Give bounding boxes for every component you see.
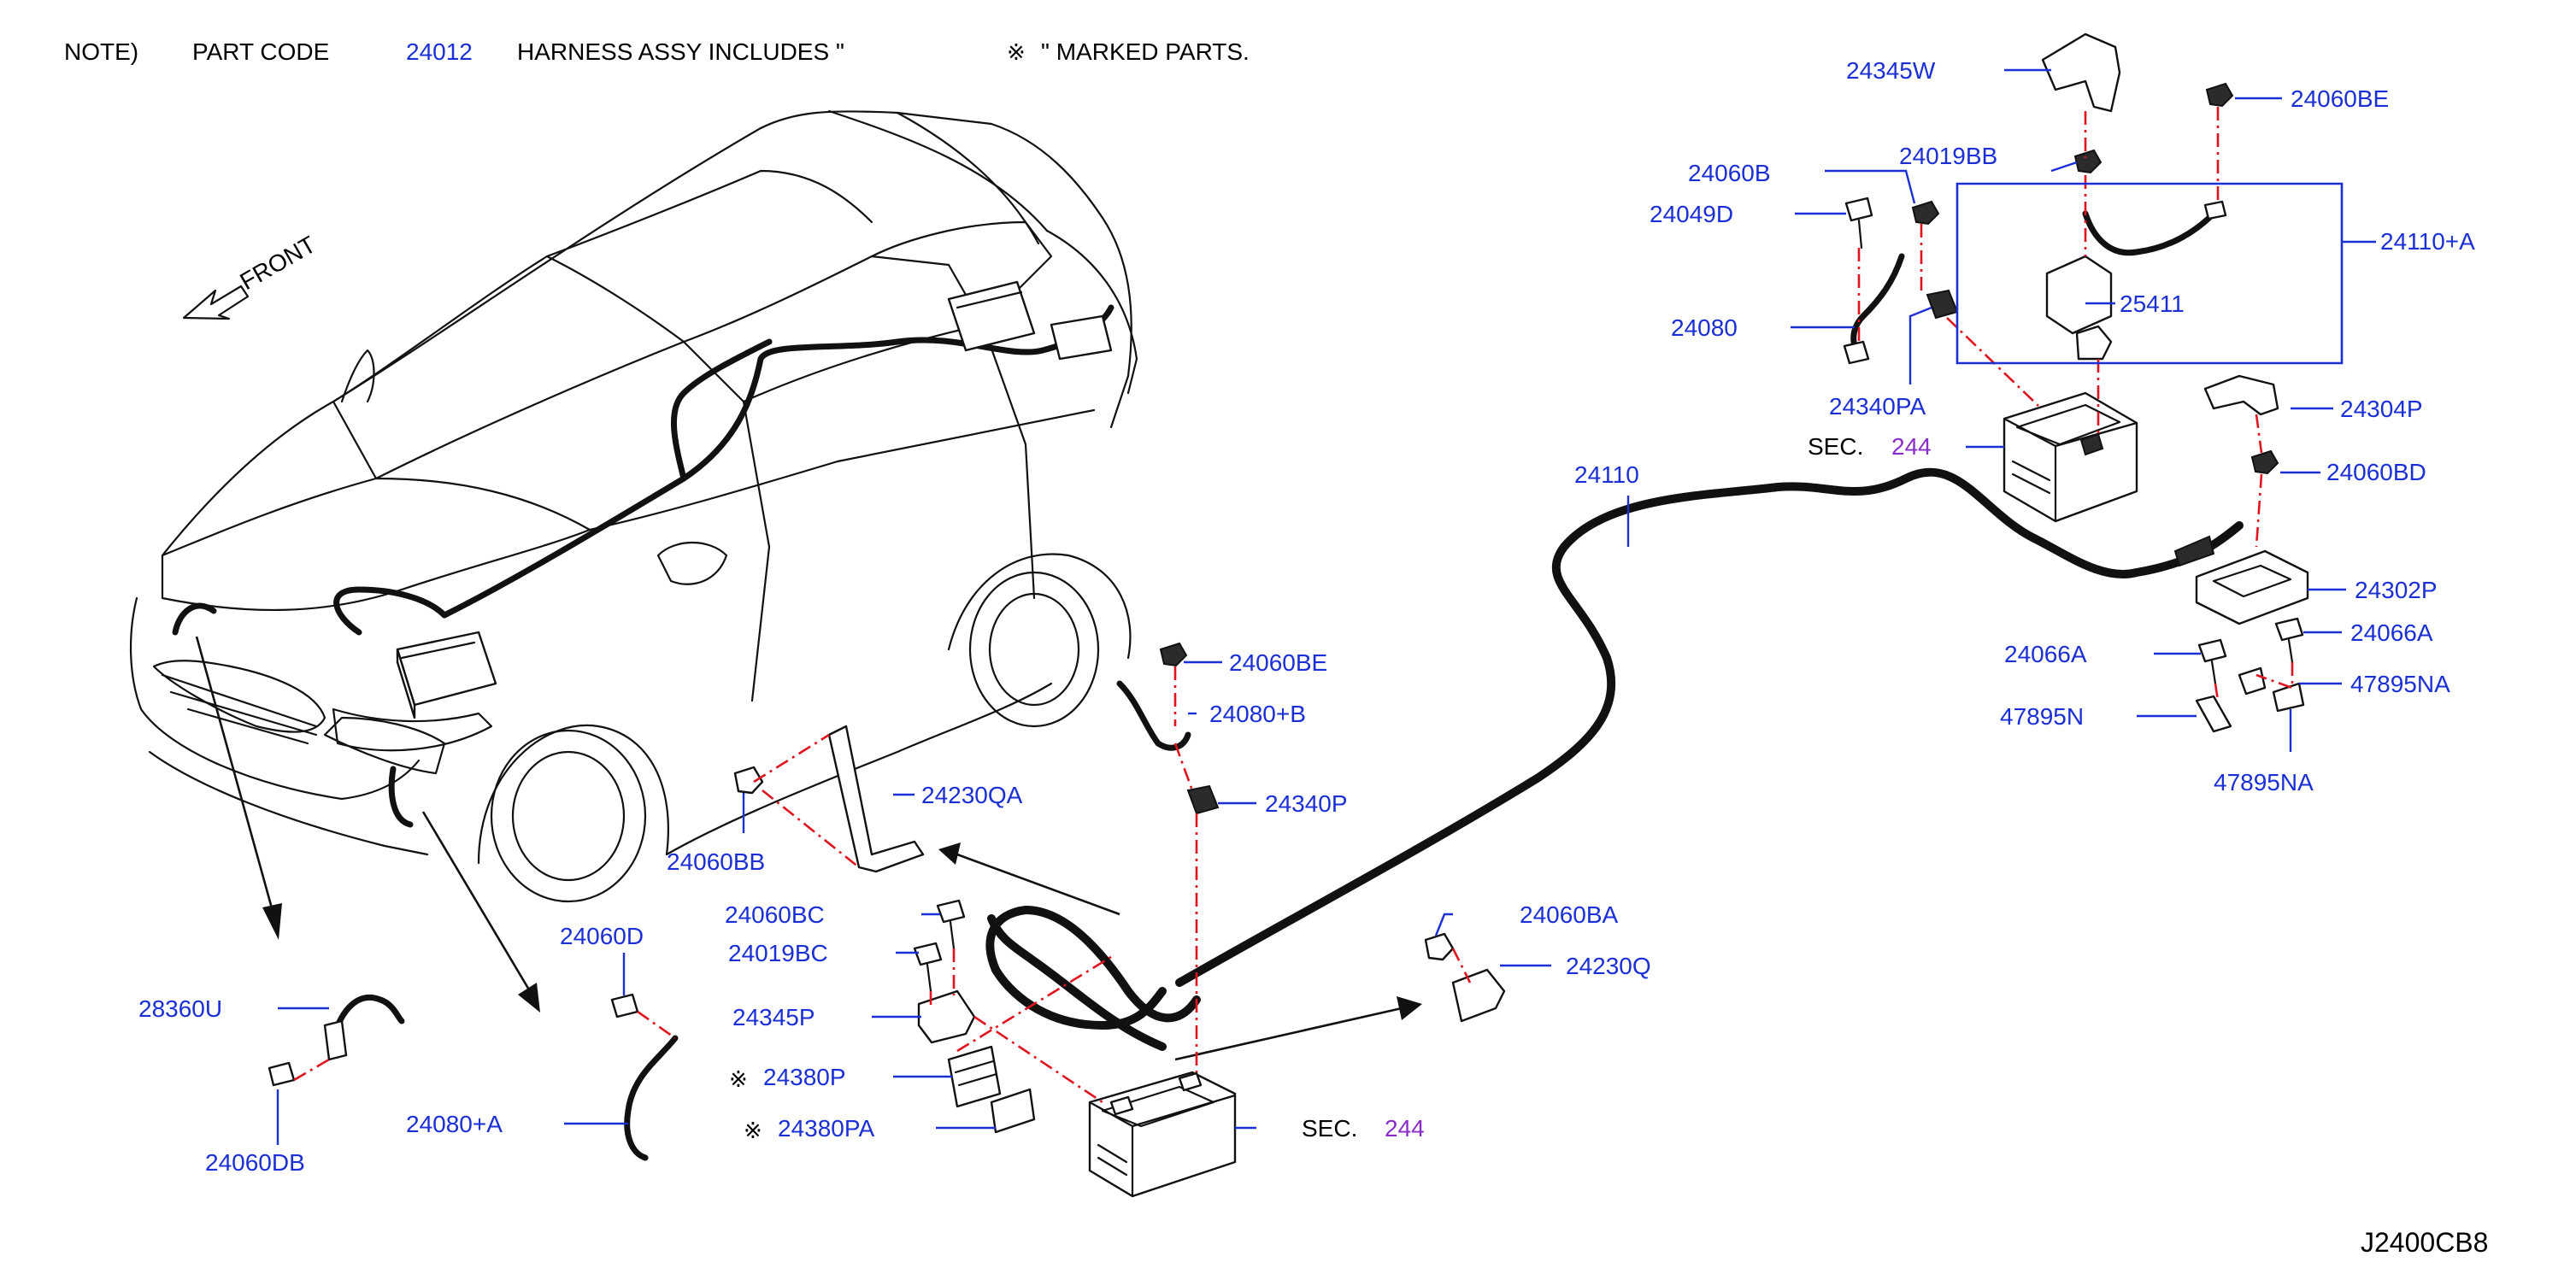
label-24049D[interactable]: 24049D — [1650, 201, 1733, 227]
label-24060BB[interactable]: 24060BB — [667, 848, 765, 875]
car-battery-rear — [947, 280, 1113, 361]
note-text-1: HARNESS ASSY INCLUDES " — [517, 38, 844, 65]
label-24060DB[interactable]: 24060DB — [205, 1149, 305, 1176]
assembly-lines — [293, 107, 2294, 1104]
arrow-head-icon — [262, 903, 282, 940]
label-24060D[interactable]: 24060D — [560, 923, 644, 949]
note-part-code-label: PART CODE — [192, 38, 329, 65]
label-24060BA[interactable]: 24060BA — [1520, 901, 1619, 928]
label-24304P[interactable]: 24304P — [2340, 396, 2423, 422]
rear-battery — [2003, 391, 2138, 523]
label-24080A[interactable]: 24080+A — [406, 1111, 503, 1137]
small-parts — [268, 32, 2309, 1161]
note-text-2: " MARKED PARTS. — [1041, 38, 1250, 65]
label-24230QA[interactable]: 24230QA — [921, 782, 1023, 808]
label-24345W[interactable]: 24345W — [1846, 57, 1936, 84]
label-24340P[interactable]: 24340P — [1265, 790, 1348, 817]
label-24060BE-top[interactable]: 24060BE — [2291, 85, 2389, 112]
label-24340PA[interactable]: 24340PA — [1829, 393, 1926, 420]
label-24080B[interactable]: 24080+B — [1209, 701, 1306, 727]
front-arrow-icon — [182, 285, 250, 320]
callout-arrows — [195, 636, 1422, 1061]
label-47895N[interactable]: 47895N — [2000, 703, 2084, 730]
label-24066A-right[interactable]: 24066A — [2350, 619, 2433, 646]
arrow-head-icon — [518, 983, 540, 1013]
label-sec-ref-rear[interactable]: 244 — [1891, 433, 1932, 460]
label-24060BD[interactable]: 24060BD — [2326, 459, 2426, 485]
label-24060B[interactable]: 24060B — [1688, 160, 1771, 186]
marker-24380P: ※ — [729, 1067, 748, 1093]
label-24080[interactable]: 24080 — [1671, 314, 1738, 341]
front-battery — [1088, 1071, 1237, 1198]
label-24380PA[interactable]: 24380PA — [778, 1115, 874, 1142]
label-24110[interactable]: 24110 — [1574, 461, 1639, 488]
label-28360U[interactable]: 28360U — [138, 995, 222, 1022]
label-24302P[interactable]: 24302P — [2355, 577, 2438, 603]
label-24060BC[interactable]: 24060BC — [725, 901, 825, 928]
note-prefix: NOTE) — [64, 38, 138, 65]
label-24110A[interactable]: 24110+A — [2380, 228, 2475, 255]
arrow-head-icon — [938, 842, 961, 865]
label-47895NA-b[interactable]: 47895NA — [2214, 769, 2314, 795]
label-sec-front: SEC. — [1302, 1115, 1357, 1142]
car-battery-front — [396, 631, 497, 719]
label-24060BE-mid[interactable]: 24060BE — [1229, 649, 1327, 676]
label-sec-ref-front[interactable]: 244 — [1385, 1115, 1425, 1142]
diagram-id: J2400CB8 — [2361, 1227, 2488, 1258]
front-direction-indicator: FRONT — [182, 231, 321, 320]
label-24230Q[interactable]: 24230Q — [1566, 953, 1651, 979]
note-mark: ※ — [1007, 40, 1026, 66]
part-labels: 24345W 24060BE 24060B 24019BB 24049D 241… — [138, 57, 2475, 1176]
label-24066A-left[interactable]: 24066A — [2004, 641, 2087, 667]
main-harness-24110 — [985, 467, 2244, 1051]
vehicle-illustration — [129, 109, 1138, 903]
label-24345P[interactable]: 24345P — [732, 1004, 815, 1030]
front-label: FRONT — [236, 231, 321, 295]
note-part-code[interactable]: 24012 — [406, 38, 473, 65]
note-line: NOTE) PART CODE 24012 HARNESS ASSY INCLU… — [64, 38, 1250, 66]
arrow-head-icon — [1397, 996, 1422, 1020]
label-47895NA-a[interactable]: 47895NA — [2350, 671, 2450, 697]
label-24380P[interactable]: 24380P — [763, 1064, 846, 1090]
label-25411[interactable]: 25411 — [2120, 291, 2185, 317]
label-24019BC[interactable]: 24019BC — [728, 940, 828, 966]
marker-24380PA: ※ — [744, 1118, 762, 1144]
label-24019BB[interactable]: 24019BB — [1899, 143, 1997, 169]
leader-lines — [276, 68, 2376, 1145]
group-box-24110a — [1956, 182, 2344, 365]
label-sec-rear: SEC. — [1808, 433, 1863, 460]
